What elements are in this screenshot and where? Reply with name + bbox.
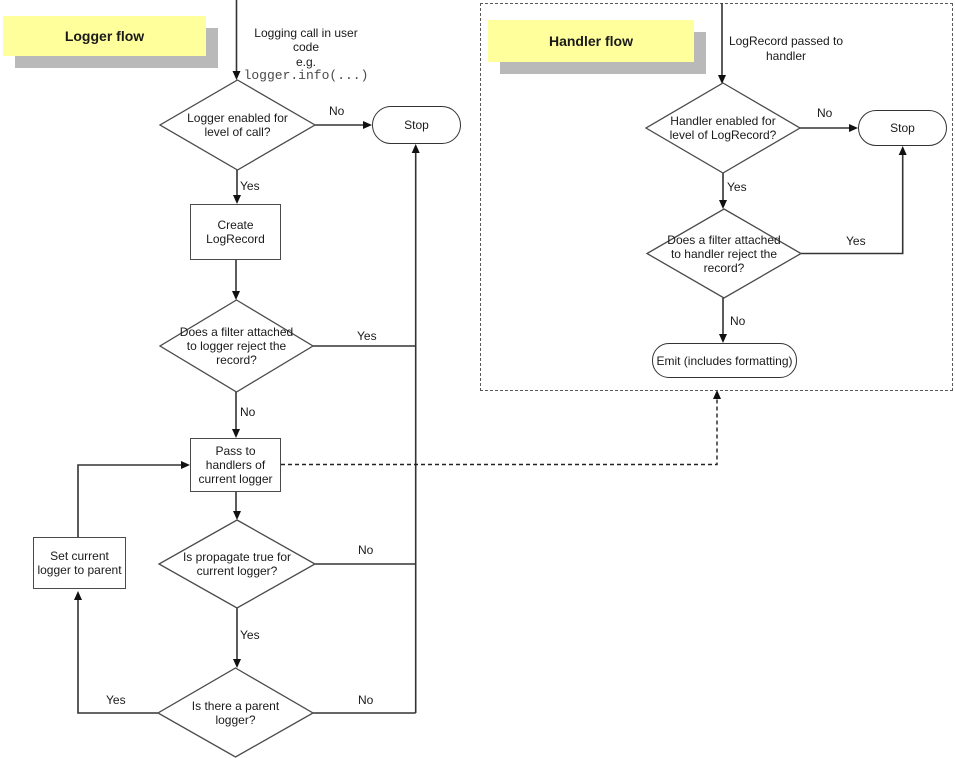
handler-stop-node: Stop (858, 110, 947, 146)
arrow-down-hfilter (719, 200, 727, 209)
edge-label-logger-enabled-yes: Yes (240, 179, 260, 193)
parent-diamond (156, 667, 315, 758)
logger-flow-title: Logger flow (3, 16, 206, 56)
arrow-down-pass (232, 429, 240, 438)
handler-flow-boundary (480, 3, 953, 391)
arrow-down-filter (232, 291, 240, 300)
logger-intro-code: logger.info(...) (243, 68, 369, 83)
arrow-down-enabled (232, 71, 241, 80)
edge-label-logger-filter-no: No (240, 405, 256, 419)
set-current-logger-node: Set current logger to parent (33, 537, 126, 589)
pass-to-handlers-node: Pass to handlers of current logger (190, 438, 281, 492)
arrow-down-henabled (718, 75, 726, 84)
arrow-down-create (233, 195, 241, 204)
arrow-right-stop2 (849, 124, 858, 132)
arrow-down-parent (233, 659, 241, 668)
logger-stop-node: Stop (372, 106, 461, 144)
arrow-up-setcurrent (74, 591, 82, 600)
logger-enabled-diamond (158, 79, 317, 171)
edge-pass-to-handlerflow-dashed (281, 397, 718, 466)
emit-node: Emit (includes formatting) (652, 343, 797, 378)
edge-label-logger-filter-yes: Yes (357, 329, 377, 343)
edge-label-logger-enabled-no: No (329, 104, 345, 118)
handler-flow-title: Handler flow (488, 20, 694, 62)
propagate-diamond (157, 519, 317, 609)
create-logrecord-node: Create LogRecord (190, 204, 281, 260)
logger-filter-diamond (158, 299, 315, 393)
logger-intro-text: Logging call in user code e.g. (254, 25, 358, 69)
handler-filter-diamond (645, 208, 803, 299)
arrow-down-propagate (233, 511, 241, 520)
edge-setcurrent-to-pass (77, 464, 183, 537)
edge-hfilter-yes-to-stop (801, 153, 904, 255)
arrowheads (74, 71, 907, 668)
edge-label-propagate-no: No (358, 543, 374, 557)
logger-intro: Logging call in user code e.g. logger.in… (231, 11, 381, 98)
connector-lines (77, 0, 904, 714)
edge-label-parent-no: No (358, 693, 374, 707)
arrow-up-stop2 (898, 146, 907, 155)
edge-label-handler-enabled-no: No (817, 106, 833, 120)
arrow-right-pass (181, 461, 190, 469)
decision-diamonds (156, 79, 803, 758)
edge-label-handler-enabled-yes: Yes (727, 180, 747, 194)
arrow-down-emit (719, 334, 727, 343)
handler-enabled-diamond (644, 82, 802, 174)
handler-intro-text: LogRecord passed to handler (728, 34, 844, 63)
edge-label-propagate-yes: Yes (240, 628, 260, 642)
arrow-up-stop1 (411, 144, 420, 153)
edge-label-handler-filter-no: No (730, 314, 746, 328)
edge-label-handler-filter-yes: Yes (846, 234, 866, 248)
edge-parent-yes-to-setcurrent (77, 598, 158, 714)
arrow-right-stop1 (363, 121, 372, 129)
arrow-up-handlerflow (713, 390, 721, 399)
edge-label-parent-yes: Yes (106, 693, 126, 707)
